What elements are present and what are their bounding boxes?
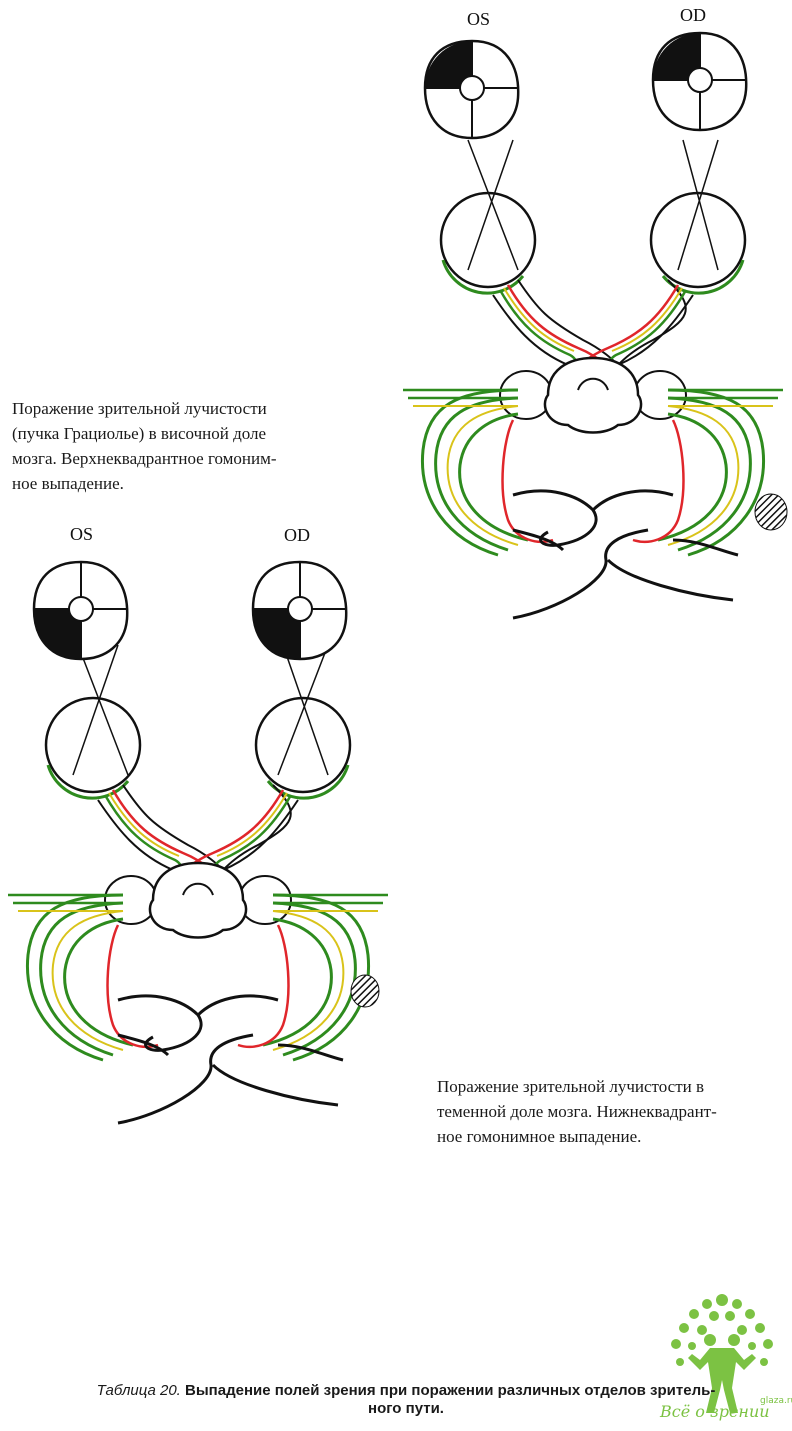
bottom-label-os: OS — [70, 524, 93, 544]
top-caption-line-4: ное выпадение. — [12, 474, 124, 493]
top-label-os: OS — [467, 9, 490, 29]
table-caption-number: Таблица 20. — [96, 1382, 181, 1399]
watermark-logo-icon — [671, 1294, 773, 1413]
top-caption-line-1: Поражение зрительной лучистости — [12, 399, 267, 418]
bottom-caption-line-3: ное гомонимное выпадение. — [437, 1127, 642, 1146]
bottom-visual-pathway — [6, 696, 390, 1125]
table-caption-text-1: Выпадение полей зрения при поражении раз… — [185, 1382, 716, 1399]
top-panel-caption: Поражение зрительной лучистости (пучка Г… — [12, 396, 372, 496]
table-caption-text-2: ного пути. — [368, 1400, 444, 1417]
top-field-os — [423, 39, 520, 140]
bottom-lesion-marker — [350, 974, 380, 1008]
top-label-od: OD — [680, 5, 706, 25]
bottom-field-os — [32, 560, 129, 661]
bottom-panel-caption: Поражение зрительной лучистости в теменн… — [437, 1074, 777, 1149]
top-caption-line-3: мозга. Верхнеквадрантное гомоним- — [12, 449, 277, 468]
top-visual-pathway — [401, 191, 785, 620]
bottom-label-od: OD — [284, 525, 310, 545]
table-caption: Таблица 20. Выпадение полей зрения при п… — [36, 1382, 776, 1418]
top-field-od — [651, 31, 748, 132]
table-caption-line-1: Таблица 20. Выпадение полей зрения при п… — [36, 1382, 776, 1400]
top-caption-line-2: (пучка Грациолье) в височной доле — [12, 424, 267, 443]
bottom-caption-line-2: теменной доле мозга. Нижнеквадрант- — [437, 1102, 717, 1121]
bottom-field-od — [251, 560, 348, 661]
watermark-domain: glaza.ru — [760, 1396, 792, 1406]
bottom-panel — [6, 644, 390, 1125]
bottom-caption-line-1: Поражение зрительной лучистости в — [437, 1077, 705, 1096]
top-panel — [401, 139, 788, 620]
watermark-text: Всё о зрении — [660, 1402, 770, 1421]
top-lesion-marker — [754, 493, 788, 531]
